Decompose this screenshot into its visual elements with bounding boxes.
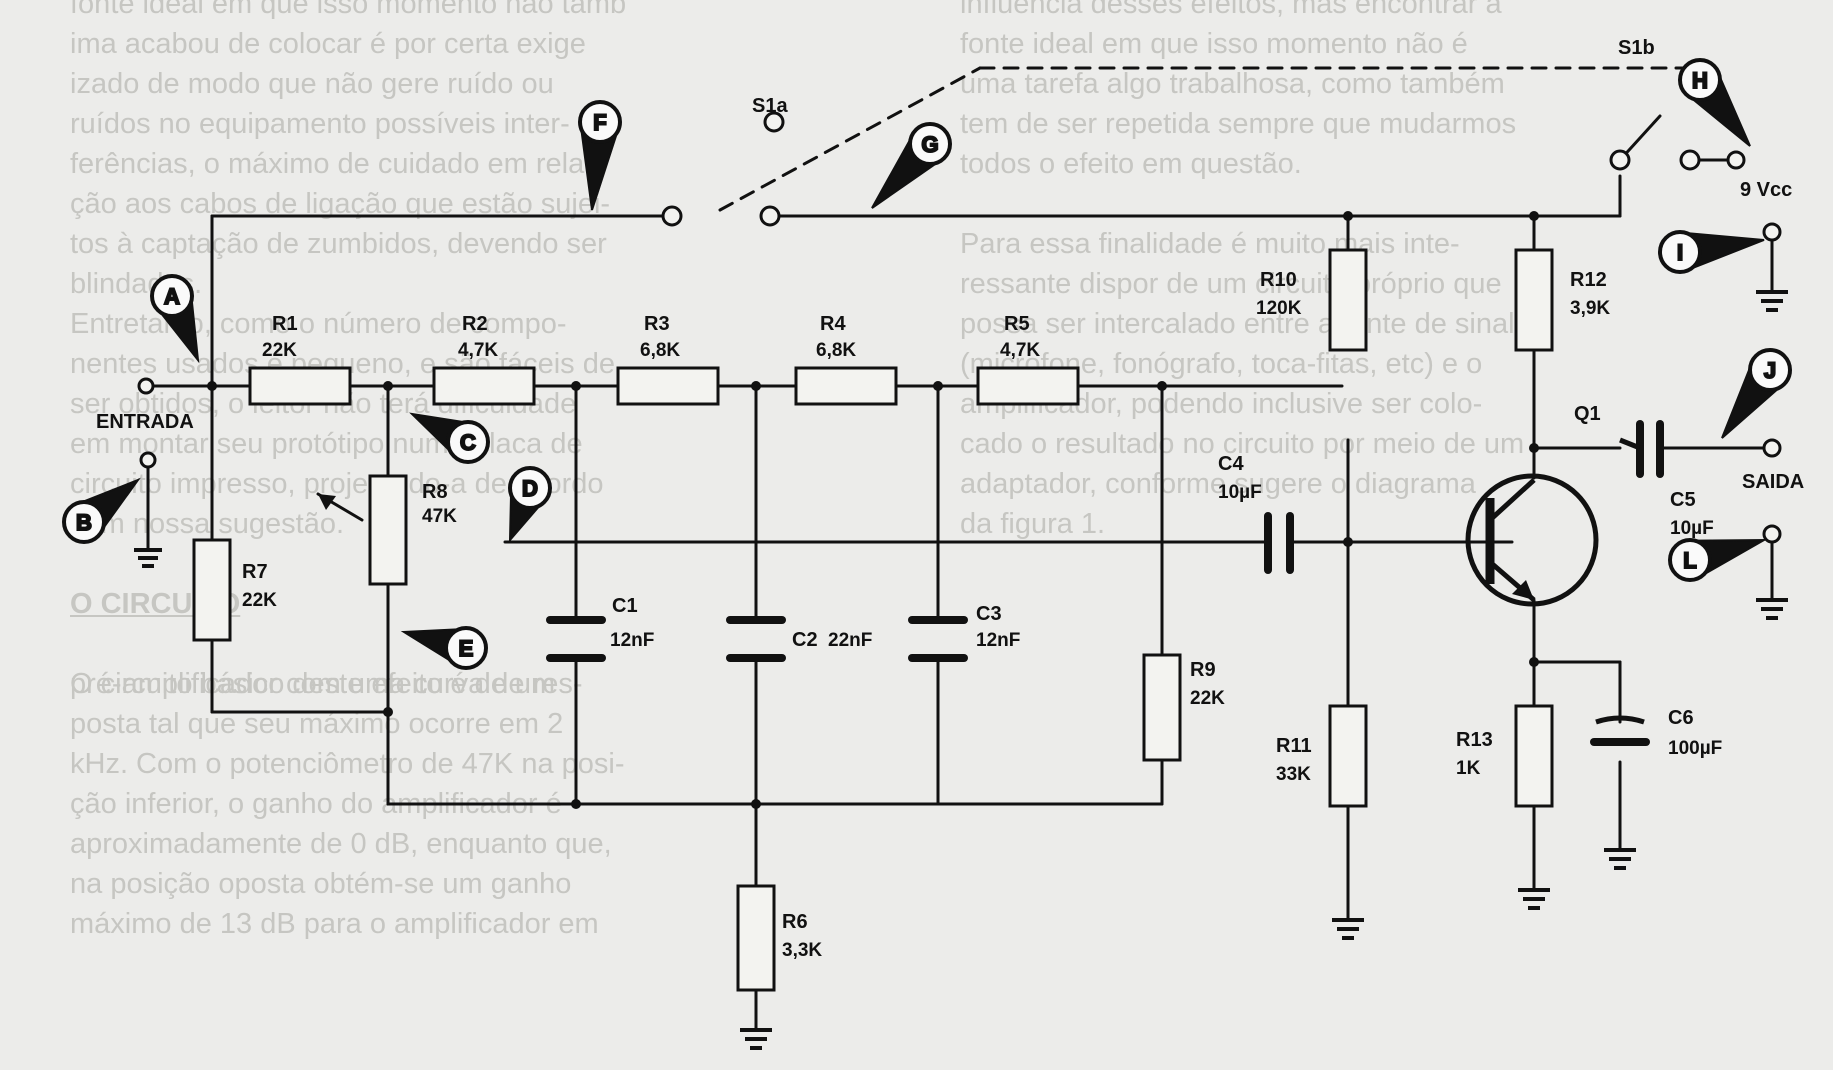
- c4-value: 10µF: [1218, 482, 1262, 503]
- s1a-label: S1a: [752, 95, 788, 117]
- probe-head-i: [1658, 230, 1702, 274]
- probe-head-h: [1678, 58, 1722, 102]
- article-left-column-lower: pré-amplificador com uma curva de res-po…: [70, 664, 900, 944]
- probe-label-l: L: [1683, 548, 1696, 573]
- probe-head-f: [578, 100, 622, 144]
- probe-label-e: E: [459, 636, 474, 661]
- probe-label-c: C: [460, 430, 476, 455]
- c3-value: 12nF: [976, 630, 1020, 651]
- article-text-line: fonte ideal em que isso momento não tamb: [70, 0, 627, 20]
- r8-value: 47K: [422, 506, 457, 527]
- r6-value: 3,3K: [782, 940, 822, 961]
- article-right-column: influência desses efeitos, mas encontrar…: [960, 0, 1790, 544]
- c6-value: 100µF: [1668, 738, 1722, 759]
- c4-name: C4: [1218, 453, 1244, 475]
- s1b-label: S1b: [1618, 37, 1655, 59]
- article-text-line: ruídos no equipamento possíveis inter-: [70, 108, 570, 140]
- r11-name: R11: [1276, 735, 1312, 757]
- r13-value: 1K: [1456, 758, 1481, 779]
- probe-head-a: [150, 274, 194, 318]
- q1-name: Q1: [1574, 403, 1601, 425]
- article-text-line: cado o resultado no circuito por meio de…: [960, 428, 1525, 460]
- article-text-line: tem de ser repetida sempre que mudarmos: [960, 108, 1517, 140]
- saida-label: SAIDA: [1742, 471, 1804, 493]
- article-text-line: adaptador, conforme sugere o diagrama: [960, 468, 1476, 500]
- probe-label-g: G: [921, 132, 938, 157]
- article-text-line: ferências, o máximo de cuidado em rela-: [70, 148, 594, 180]
- article-text-line: influência desses efeitos, mas encontrar…: [960, 0, 1502, 20]
- probe-head-g: [908, 122, 952, 166]
- r9-value: 22K: [1190, 688, 1225, 709]
- probe-head-d: [508, 466, 552, 510]
- probe-head-c: [446, 420, 490, 464]
- article-text-line: todos o efeito em questão.: [960, 148, 1302, 180]
- entrada-label: ENTRADA: [96, 411, 194, 433]
- probe-label-j: J: [1764, 358, 1776, 383]
- r12-value: 3,9K: [1570, 298, 1610, 319]
- article-text-line: ressante dispor de um circuito próprio q…: [960, 268, 1502, 300]
- r10-value: 120K: [1256, 298, 1302, 319]
- r10-name: R10: [1260, 269, 1297, 291]
- r7-value: 22K: [242, 590, 277, 611]
- r5-value: 4,7K: [1000, 340, 1040, 361]
- article-left-column: fonte ideal em que isso momento não tamb…: [70, 0, 900, 704]
- probe-head-b: [62, 500, 106, 544]
- article-text-line: máximo de 13 dB para o amplificador em: [70, 908, 599, 940]
- probe-head-e: [444, 626, 488, 670]
- article-text-line: kHz. Com o potenciômetro de 47K na posi-: [70, 748, 625, 780]
- article-text-line: da figura 1.: [960, 508, 1106, 540]
- r8-name: R8: [422, 481, 448, 503]
- r4-value: 6,8K: [816, 340, 856, 361]
- r9-name: R9: [1190, 659, 1216, 681]
- r2-value: 4,7K: [458, 340, 498, 361]
- c1-value: 12nF: [610, 630, 654, 651]
- vcc-label: 9 Vcc: [1740, 179, 1792, 201]
- r3-name: R3: [644, 313, 670, 335]
- r6-name: R6: [782, 911, 808, 933]
- article-text-line: uma tarefa algo trabalhosa, como também: [960, 68, 1505, 100]
- article-text-line: izado de modo que não gere ruído ou: [70, 68, 554, 100]
- r11-value: 33K: [1276, 764, 1311, 785]
- article-text-line: pré-amplificador com uma curva de res-: [70, 668, 583, 700]
- r3-value: 6,8K: [640, 340, 680, 361]
- article-text-line: possa ser intercalado entre a fonte de s…: [960, 308, 1515, 340]
- r12-name: R12: [1570, 269, 1607, 291]
- r5-name: R5: [1004, 313, 1030, 335]
- article-text-line: fonte ideal em que isso momento não é: [960, 28, 1468, 60]
- article-text-line: em montar seu protótipo numa placa de: [70, 428, 583, 460]
- c2-value: 22nF: [828, 630, 872, 651]
- article-text-line: na posição oposta obtém-se um ganho: [70, 868, 572, 900]
- r7-name: R7: [242, 561, 268, 583]
- article-text-line: Para essa finalidade é muito mais inte-: [960, 228, 1460, 260]
- r1-name: R1: [272, 313, 298, 335]
- article-text-line: tos à captação de zumbidos, devendo ser: [70, 228, 607, 260]
- r2-name: R2: [462, 313, 488, 335]
- probe-label-d: D: [522, 476, 538, 501]
- c2-name: C2: [792, 629, 818, 651]
- article-text-line: Entretanto, como o número de compo-: [70, 308, 567, 340]
- c5-value: 10µF: [1670, 518, 1714, 539]
- probe-head-l: [1668, 538, 1712, 582]
- article-text-line: aproximadamente de 0 dB, enquanto que,: [70, 828, 612, 860]
- probe-label-h: H: [1692, 68, 1708, 93]
- probe-label-b: B: [76, 510, 92, 535]
- article-text-line: O circuito básico deste efeito é de um: [70, 668, 556, 700]
- r1-value: 22K: [262, 340, 297, 361]
- article-text-line: ima acabou de colocar é por certa exige: [70, 28, 586, 60]
- probe-head-j: [1748, 348, 1792, 392]
- probe-label-f: F: [593, 110, 606, 135]
- c6-name: C6: [1668, 707, 1694, 729]
- c1-name: C1: [612, 595, 638, 617]
- c3-name: C3: [976, 603, 1002, 625]
- probe-label-i: I: [1677, 240, 1683, 265]
- c5-name: C5: [1670, 489, 1696, 511]
- r13-name: R13: [1456, 729, 1493, 751]
- r4-name: R4: [820, 313, 846, 335]
- probe-label-a: A: [164, 284, 180, 309]
- article-text-line: com nossa sugestão.: [70, 508, 345, 540]
